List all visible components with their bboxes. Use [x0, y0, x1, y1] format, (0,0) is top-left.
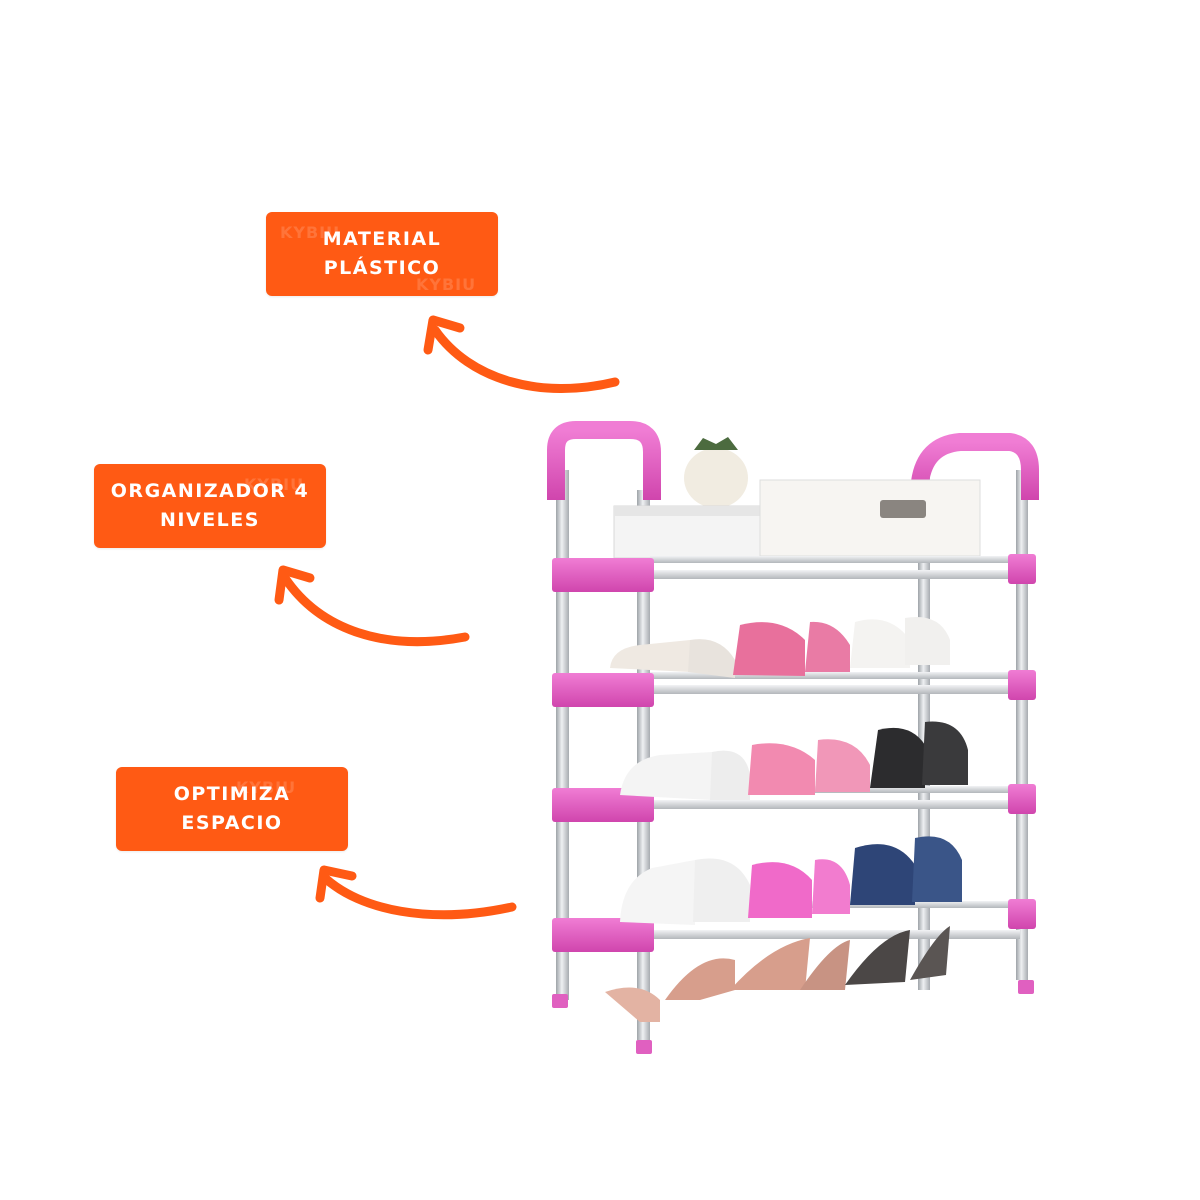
- rack-foot: [552, 994, 568, 1008]
- watermark: KYBIU: [244, 475, 305, 494]
- label-material: KYBIU KYBIU MATERIAL PLÁSTICO: [266, 212, 498, 296]
- rack-foot: [1018, 980, 1034, 994]
- arrow-material-icon: [423, 315, 620, 393]
- label-organizador: KYBIU ORGANIZADOR 4 NIVELES: [94, 464, 326, 548]
- label-optimiza: KYBIU OPTIMIZA ESPACIO: [116, 767, 348, 851]
- shoes: [610, 616, 968, 925]
- shoe-rack-icon: [547, 421, 1039, 1054]
- rack-foot: [636, 1040, 652, 1054]
- watermark: KYBIU: [236, 778, 297, 797]
- label-material-line1: MATERIAL: [322, 228, 442, 250]
- label-material-line2: PLÁSTICO: [323, 257, 441, 279]
- label-optimiza-line2: ESPACIO: [181, 812, 283, 834]
- arrow-optimiza-icon: [315, 865, 517, 920]
- rack-tier: [552, 670, 1036, 707]
- label-organizador-line2: NIVELES: [160, 509, 260, 531]
- watermark: KYBIU: [280, 223, 341, 242]
- heels: [605, 926, 950, 1022]
- label-organizador-line1: ORGANIZADOR 4: [110, 480, 310, 502]
- decor-items: [613, 437, 981, 559]
- watermark: KYBIU: [416, 275, 477, 294]
- arrow-organizador-icon: [274, 565, 470, 647]
- label-optimiza-line1: OPTIMIZA: [173, 783, 291, 805]
- rack-tier: [552, 554, 1036, 592]
